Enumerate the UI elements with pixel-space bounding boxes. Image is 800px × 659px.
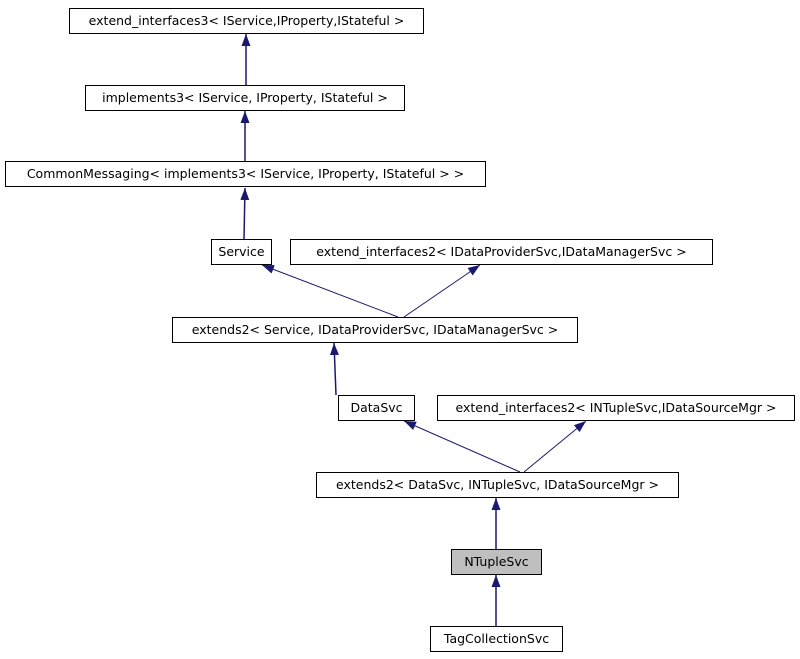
class-node-commonmessaging[interactable]: CommonMessaging< implements3< IService, … — [5, 161, 486, 187]
edge-extends2service-to-extend-interfaces2-provider — [403, 264, 481, 318]
class-node-extend-interfaces2-provider[interactable]: extend_interfaces2< IDataProviderSvc,IDa… — [290, 239, 713, 265]
class-node-extend-interfaces3[interactable]: extend_interfaces3< IService,IProperty,I… — [69, 8, 424, 34]
class-node-service[interactable]: Service — [211, 239, 272, 265]
class-node-tagcollectionsvc[interactable]: TagCollectionSvc — [430, 626, 563, 652]
class-node-ntuplesvc-current: NTupleSvc — [451, 549, 542, 575]
class-node-datasvc[interactable]: DataSvc — [338, 395, 415, 421]
edge-datasvc-to-extends2service — [329, 342, 339, 396]
edge-extends2datasvc-to-extend-interfaces2-ntuple — [523, 420, 587, 473]
class-node-extends2-datasvc[interactable]: extends2< DataSvc, INTupleSvc, IDataSour… — [316, 472, 679, 498]
class-node-extend-interfaces2-ntuple[interactable]: extend_interfaces2< INTupleSvc,IDataSour… — [437, 395, 795, 421]
class-node-implements3[interactable]: implements3< IService, IProperty, IState… — [85, 85, 405, 111]
edge-extends2datasvc-to-datasvc — [403, 420, 521, 473]
class-node-extends2-service[interactable]: extends2< Service, IDataProviderSvc, IDa… — [172, 317, 578, 343]
edge-extends2service-to-service — [261, 264, 399, 318]
edge-service-to-commonmessaging — [240, 187, 250, 240]
